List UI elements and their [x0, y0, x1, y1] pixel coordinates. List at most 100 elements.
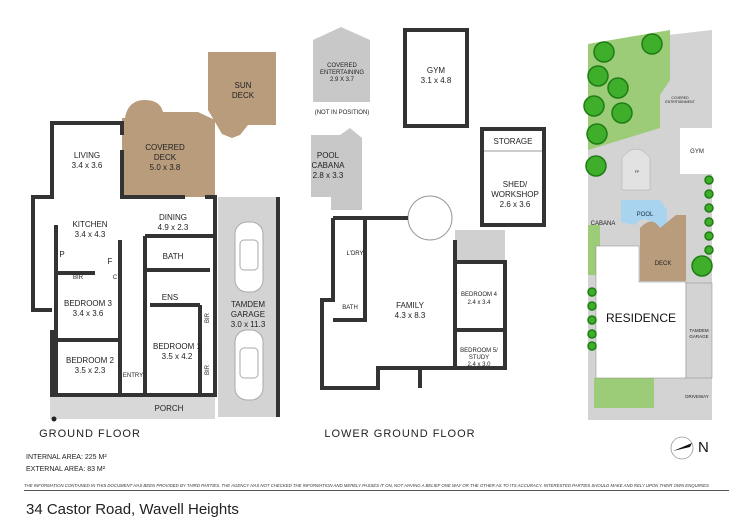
gym-block: [680, 128, 712, 174]
room-label: ENTERTAINING: [320, 70, 364, 76]
floor-label: LOWER GROUND FLOOR: [324, 428, 475, 440]
room-label: BEDROOM 4: [461, 292, 498, 298]
room-label: BEDROOM 5/: [460, 348, 498, 354]
pool-cabana: [311, 128, 362, 210]
room-label: C: [113, 275, 118, 281]
room-label: GARAGE: [231, 310, 265, 319]
room-label: BEDROOM 2: [66, 356, 115, 365]
room-label: F: [108, 257, 113, 266]
car-icon: [234, 221, 264, 293]
garage-wall: [276, 197, 280, 417]
room-dims: 2.4 x 3.0: [467, 362, 491, 368]
room-label: STUDY: [469, 355, 489, 361]
sun-deck: [208, 52, 276, 138]
room-label: ENS: [162, 293, 178, 302]
covered-deck: [122, 100, 215, 197]
room-dims: 3.4 x 3.6: [72, 161, 103, 170]
room-dims: 3.4 x 3.6: [73, 309, 104, 318]
divider: [24, 490, 729, 491]
room-dims: 3.4 x 4.3: [75, 230, 106, 239]
residence: [595, 245, 687, 379]
north-compass-icon: [670, 436, 694, 460]
room-label: PORCH: [155, 404, 184, 413]
room-dims: 3.5 x 2.3: [75, 366, 106, 375]
room-label: LIVING: [74, 151, 100, 160]
room-label: BEDROOM 1: [153, 342, 202, 351]
room-dims: 4.9 x 2.3: [158, 223, 189, 232]
site-label: DECK: [655, 261, 672, 267]
covered-entertaining: [313, 27, 370, 102]
room-label: KITCHEN: [72, 220, 107, 229]
ground-floor-plan: SUN DECK COVERED DECK 5.0 x 3.8 LIVING 3…: [31, 52, 280, 440]
room-label: DECK: [154, 153, 177, 162]
site-label: FP: [635, 170, 640, 174]
site-label: GYM: [690, 149, 704, 155]
post-marker: [51, 416, 57, 422]
fireplace: [621, 148, 651, 191]
site-label: GARAGE: [689, 334, 708, 339]
room-label: BATH: [163, 252, 184, 261]
floor-label: GROUND FLOOR: [39, 428, 141, 440]
room-dims: 2.9 X 3.7: [330, 77, 355, 83]
site-label: RESIDENCE: [606, 311, 676, 325]
room-dims: 4.3 x 8.3: [395, 311, 426, 320]
site-label: DRIVEWAY: [685, 394, 709, 399]
room-label: COVERED: [327, 63, 357, 69]
shed-walls: [480, 127, 546, 227]
ground-floor-walls: [31, 121, 217, 397]
room-dims: 2.8 x 3.3: [313, 171, 344, 180]
room-label: GYM: [427, 66, 446, 75]
porch-floor: [122, 397, 215, 419]
internal-area: INTERNAL AREA: 225 M²: [26, 454, 107, 461]
room-label: ENTRY: [123, 373, 143, 379]
room-label: FAMILY: [396, 301, 425, 310]
room-dims: 3.1 x 4.8: [421, 76, 452, 85]
site-label: COVERED: [671, 96, 689, 100]
site-label: CABANA: [591, 221, 616, 227]
room-label: BATH: [342, 305, 358, 311]
room-label: BEDROOM 3: [64, 299, 113, 308]
garage-block: [685, 282, 713, 379]
room-label: WORKSHOP: [491, 190, 539, 199]
room-label: DECK: [232, 91, 255, 100]
deck: [640, 215, 686, 281]
landing: [455, 230, 505, 260]
site-label: TAMDEM: [689, 328, 708, 333]
room-label: BIR: [205, 312, 211, 323]
gym-walls: [403, 28, 469, 128]
tree-icons: [583, 33, 714, 351]
room-dims: 2.4 x 3.4: [467, 300, 491, 306]
site-label: POOL: [637, 212, 654, 218]
room-label: SUN: [235, 81, 252, 90]
external-area: EXTERNAL AREA: 83 M²: [26, 466, 106, 473]
room-label: STORAGE: [494, 137, 533, 146]
room-label: DINING: [159, 213, 187, 222]
interior-walls: [54, 225, 215, 395]
round-room: [407, 195, 453, 241]
lower-ground-floor-plan: COVERED ENTERTAINING 2.9 X 3.7 (NOT IN P…: [311, 27, 546, 440]
room-label: CABANA: [312, 161, 346, 170]
compass-label: N: [698, 439, 709, 456]
room-label: BIR: [73, 275, 84, 281]
note: (NOT IN POSITION): [315, 110, 370, 116]
room-label: P: [59, 250, 64, 259]
room-label: L'DRY: [346, 251, 363, 257]
room-dims: 3.5 x 4.2: [162, 352, 193, 361]
room-label: BIR: [205, 364, 211, 375]
lower-floor-walls: [320, 216, 507, 390]
room-label: TAMDEM: [231, 300, 265, 309]
room-label: COVERED: [145, 143, 185, 152]
room-dims: 2.6 x 3.6: [500, 200, 531, 209]
room-dims: 5.0 x 3.8: [150, 163, 181, 172]
side-path: [50, 397, 122, 419]
pool: [621, 200, 667, 230]
site-label: ENTERTAINMENT: [665, 100, 695, 104]
room-label: SHED/: [503, 180, 528, 189]
lawn: [594, 378, 654, 408]
car-icon: [234, 329, 264, 401]
room-label: POOL: [317, 151, 340, 160]
property-address: 34 Castor Road, Wavell Heights: [26, 501, 239, 518]
room-dims: 3.0 x 11.3: [231, 320, 266, 329]
site-plan: GYM COVERED ENTERTAINMENT FP POOL CABANA…: [583, 30, 714, 460]
